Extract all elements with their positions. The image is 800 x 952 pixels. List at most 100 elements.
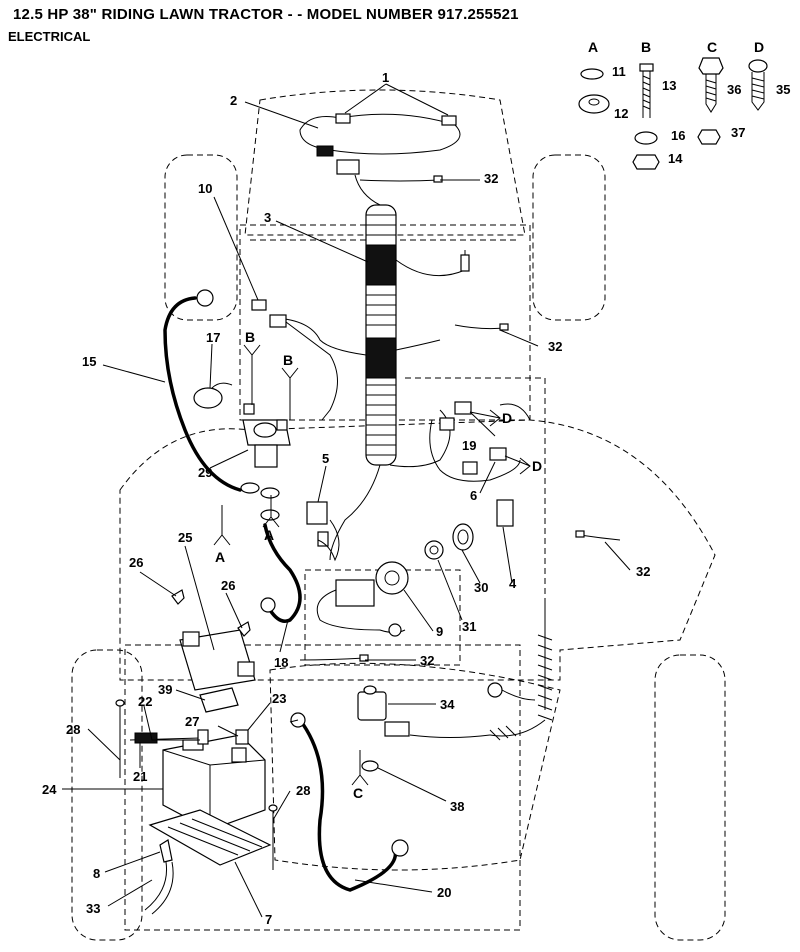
switch-connector xyxy=(384,721,410,737)
seat-interlock-switch xyxy=(357,691,387,721)
callout: 26 xyxy=(129,555,143,570)
hex-screw-icon xyxy=(698,57,724,75)
callout: 38 xyxy=(450,799,464,814)
group-label-b: B xyxy=(641,39,651,55)
callout: 22 xyxy=(138,694,152,709)
callout: 31 xyxy=(462,619,476,634)
callout: 3 xyxy=(264,210,271,225)
callout: 37 xyxy=(731,125,745,140)
tie-straps xyxy=(299,175,621,662)
callout: 13 xyxy=(662,78,676,93)
connector xyxy=(269,314,287,328)
callout: 2 xyxy=(230,93,237,108)
headlight-bulb-left xyxy=(335,113,351,124)
leader-lines xyxy=(62,83,631,918)
callout: 10 xyxy=(198,181,212,196)
callout: 29 xyxy=(198,465,212,480)
cable-terminal xyxy=(196,289,214,307)
callout: 5 xyxy=(322,451,329,466)
carriage-bolt-icon xyxy=(639,63,654,72)
callout: 4 xyxy=(509,576,517,591)
hardware-key: A B C D xyxy=(578,39,768,170)
group-label-c: C xyxy=(707,39,717,55)
fuse-holder xyxy=(251,299,267,311)
callout: 32 xyxy=(548,339,562,354)
battery-tray xyxy=(148,809,272,866)
wing-nut xyxy=(171,589,185,605)
callout: 14 xyxy=(668,151,683,166)
ignition-switch xyxy=(375,561,409,595)
battery-holddown xyxy=(171,589,256,691)
vent-elbow xyxy=(159,839,173,863)
seat-switch xyxy=(306,501,328,525)
battery xyxy=(162,734,266,831)
callout: 15 xyxy=(82,354,96,369)
interlock-switches xyxy=(429,401,531,527)
callout: 34 xyxy=(440,697,455,712)
headlight-connector xyxy=(336,159,360,175)
starter-solenoid xyxy=(254,444,278,468)
callout: 9 xyxy=(436,624,443,639)
callout: 32 xyxy=(420,653,434,668)
callout: 1 xyxy=(382,70,389,85)
pto-switch xyxy=(454,401,472,415)
headlight-bulb-right xyxy=(441,115,457,126)
ignition-bezel xyxy=(452,523,474,551)
page-title: 12.5 HP 38" RIDING LAWN TRACTOR - - MODE… xyxy=(13,6,519,23)
page-subtitle: ELECTRICAL xyxy=(8,29,91,44)
group-label-d: D xyxy=(754,39,764,55)
callout: 23 xyxy=(272,691,286,706)
cable-clamp xyxy=(361,760,379,772)
solenoid-assembly xyxy=(193,299,338,521)
spring-terminal xyxy=(134,732,158,744)
callout: 18 xyxy=(274,655,288,670)
callout: 11 xyxy=(612,64,626,79)
callout: 32 xyxy=(636,564,650,579)
callout: 24 xyxy=(42,782,57,797)
ignition-switch-boot xyxy=(193,387,223,409)
battery-cable-positive xyxy=(263,523,302,623)
terminal-cover xyxy=(199,687,239,713)
wire-connector-block xyxy=(335,579,375,607)
slotted-screw-icon xyxy=(748,59,768,73)
star-washer-icon xyxy=(634,131,658,145)
callout: 32 xyxy=(484,171,498,186)
callout: 27 xyxy=(185,714,199,729)
wire-ref-b: B xyxy=(283,352,293,368)
hex-nut-icon xyxy=(632,154,660,170)
callout: 6 xyxy=(470,488,477,503)
callout: 26 xyxy=(221,578,235,593)
callout: 30 xyxy=(474,580,488,595)
wire-ref-b: B xyxy=(245,329,255,345)
wire-ref-a: A xyxy=(264,527,274,543)
dash-components xyxy=(306,501,474,637)
tractor-outline xyxy=(71,89,726,941)
ignition-nut xyxy=(424,540,444,560)
wing-nut xyxy=(237,621,251,637)
callout: 25 xyxy=(178,530,192,545)
callout: 12 xyxy=(614,106,628,121)
wire-ref-a: A xyxy=(215,549,225,565)
group-label-a: A xyxy=(588,39,598,55)
callout: 33 xyxy=(86,901,100,916)
callout: 21 xyxy=(133,769,147,784)
coiled-cord xyxy=(409,600,553,741)
ground-cable xyxy=(298,718,398,892)
wire-ref-d: D xyxy=(502,410,512,426)
wire-ref-letters: B B A A C D D xyxy=(213,329,542,801)
callout: 16 xyxy=(671,128,685,143)
callout: 39 xyxy=(158,682,172,697)
lock-washer-icon xyxy=(580,68,604,80)
wire-ref-c: C xyxy=(353,785,363,801)
callout: 20 xyxy=(437,885,451,900)
battery-assembly xyxy=(115,687,278,915)
reverse-switch xyxy=(496,499,514,527)
callout: 28 xyxy=(66,722,80,737)
brake-switch xyxy=(489,447,507,461)
callout: 17 xyxy=(206,330,220,345)
lock-nut-icon xyxy=(697,129,721,145)
main-wire-harness xyxy=(274,174,470,561)
callout: 28 xyxy=(296,783,310,798)
callout: 8 xyxy=(93,866,100,881)
